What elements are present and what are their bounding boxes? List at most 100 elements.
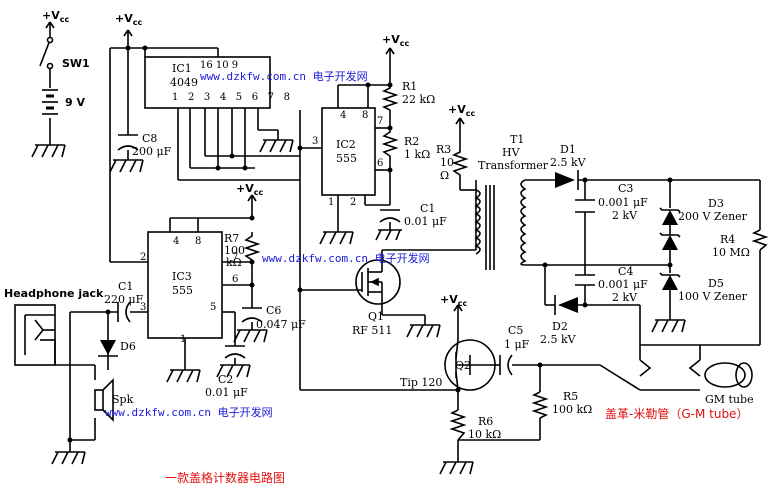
ic2-pin-4: 4 (340, 110, 346, 121)
ic3-pin-1: 1 (180, 334, 186, 345)
c8-value: 200 μF (132, 145, 172, 158)
ic3-pin-8: 8 (195, 236, 201, 247)
r4-label: R4 (720, 233, 735, 246)
gm-tube (639, 359, 753, 388)
vcc-label-4: +Vcc (236, 182, 263, 197)
ic2-pin-7: 7 (377, 116, 383, 127)
ic3-pin-6: 6 (232, 274, 238, 285)
d5-label: D5 (708, 277, 724, 290)
junction-dots (67, 45, 673, 443)
q1-label: Q1 (368, 310, 384, 323)
headphone-jack-label: Headphone jack (4, 287, 104, 300)
r3-value-1: 10 (440, 156, 454, 169)
r2-value: 1 kΩ (404, 148, 430, 161)
speaker-label: Spk (112, 393, 134, 406)
ic2-label: IC2 (336, 138, 356, 151)
r7-value-1: 100 (224, 244, 245, 257)
diagram-caption: 一款盖格计数器电路图 (165, 470, 285, 485)
c2-value: 0.01 μF (205, 386, 248, 399)
vcc-label-1: +Vcc (42, 9, 69, 24)
c6-value: 0.047 μF (256, 318, 306, 331)
d2-value: 2.5 kV (540, 333, 577, 346)
c5-value: 1 μF (504, 338, 530, 351)
watermark-bottom: www.dzkfw.com.cn 电子开发网 (105, 405, 273, 419)
r1-value: 22 kΩ (402, 93, 435, 106)
r3-value-2: Ω (440, 169, 449, 182)
ic3-pin-3: 3 (140, 302, 146, 313)
c3-label: C3 (618, 182, 633, 195)
t1-hv: HV (502, 146, 521, 159)
watermark-top: www.dzkfw.com.cn 电子开发网 (200, 69, 368, 83)
r2-label: R2 (404, 135, 419, 148)
ic2-pin-1: 1 (328, 197, 334, 208)
r5-label: R5 (563, 390, 578, 403)
d6-label: D6 (120, 340, 136, 353)
r5-value: 100 kΩ (552, 403, 592, 416)
t1-label: T1 (510, 133, 524, 146)
transistor-q1 (355, 259, 401, 305)
ic3-label: IC3 (172, 270, 192, 283)
headphone-jack (14, 304, 56, 366)
q1-part: RF 511 (352, 324, 392, 337)
ic2-pin-6: 6 (377, 158, 383, 169)
speaker (94, 378, 114, 422)
ic2-part: 555 (336, 152, 357, 165)
r1-label: R1 (402, 80, 417, 93)
switch-sw1 (46, 36, 54, 70)
r7-label: R7 (224, 232, 239, 245)
d1-label: D1 (560, 143, 576, 156)
resistors (243, 85, 768, 441)
ic3-pin-4: 4 (173, 236, 179, 247)
sw1-label: SW1 (62, 57, 90, 70)
q2-part: Tip 120 (400, 376, 442, 389)
ic2-box (321, 107, 376, 196)
d2-label: D2 (552, 320, 568, 333)
gm-tube-chinese-label: 盖革-米勒管（G-M tube） (605, 406, 748, 421)
c4-value-2: 2 kV (612, 291, 638, 304)
battery-label: 9 V (65, 96, 85, 109)
c8-label: C8 (142, 132, 157, 145)
r7-value-2: kΩ (226, 256, 242, 269)
ic3-pin-5: 5 (210, 302, 216, 313)
ic2-pin-2: 2 (350, 197, 356, 208)
ic1-label: IC1 (172, 62, 192, 75)
c5-label: C5 (508, 324, 523, 337)
ic1-part: 4049 (170, 76, 198, 89)
vcc-arrows (45, 21, 465, 312)
r6-label: R6 (478, 415, 493, 428)
ic1-bottom-pins: 1 2 3 4 5 6 7 8 (172, 92, 293, 103)
labels: +Vcc +Vcc +Vcc +Vcc +Vcc +Vcc SW1 9 V IC… (4, 9, 754, 485)
diodes (98, 170, 681, 357)
ic2-pin-8: 8 (362, 110, 368, 121)
c3-value-1: 0.001 μF (598, 196, 648, 209)
transformer-t1 (474, 179, 527, 270)
c6-label: C6 (266, 304, 281, 317)
ic3-pin-7: 7 (232, 252, 238, 263)
d5-value: 100 V Zener (678, 290, 748, 303)
q2-label: Q2 (455, 359, 471, 372)
ic1-top-pins: 16 10 9 (200, 60, 238, 71)
c1-top-label: C1 (420, 202, 435, 215)
d3-label: D3 (708, 197, 724, 210)
ic2-pin-3: 3 (312, 136, 318, 147)
ic3-box (147, 231, 223, 339)
t1-name: Transformer (478, 159, 549, 172)
c1-left-label: C1 (118, 280, 133, 293)
vcc-label-3: +Vcc (382, 33, 409, 48)
c1-top-value: 0.01 μF (404, 215, 447, 228)
capacitors (117, 134, 595, 376)
ic1-box (144, 56, 271, 109)
vcc-label-6: +Vcc (440, 293, 467, 308)
ic3-pin-2: 2 (140, 252, 146, 263)
c4-value-1: 0.001 μF (598, 278, 648, 291)
vcc-label-r3: +Vcc (448, 103, 475, 118)
gm-tube-label: GM tube (705, 393, 754, 406)
vcc-label-2: +Vcc (115, 12, 142, 27)
c3-value-2: 2 kV (612, 209, 638, 222)
c1-left-value: 220 μF (104, 293, 144, 306)
ic3-part: 555 (172, 284, 193, 297)
r3-label: R3 (436, 143, 451, 156)
transistor-q2 (444, 339, 496, 391)
d3-value: 200 V Zener (678, 210, 748, 223)
